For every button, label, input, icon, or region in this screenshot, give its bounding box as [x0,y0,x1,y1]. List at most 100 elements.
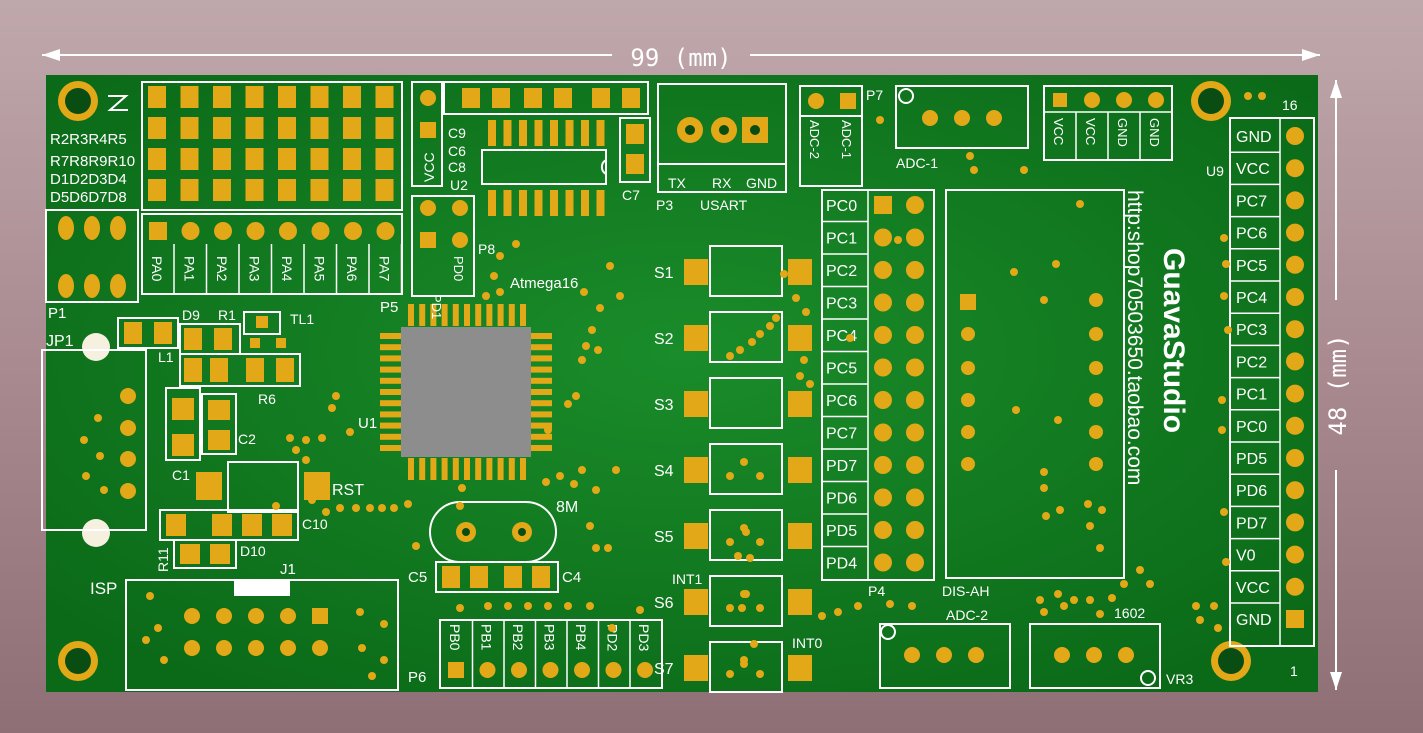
p8-pin-1: PD1 [429,294,444,319]
pin-label: PD7 [1236,515,1267,532]
pin-pad [906,358,924,377]
u2-pin [581,120,589,146]
via [616,292,624,300]
pin-pad [1286,255,1304,274]
mcu-pin [508,304,515,326]
pin-pad [1148,92,1164,108]
via [366,504,374,512]
via [504,602,512,610]
via [750,640,758,648]
height-dimension-label: 48 (mm) [1324,334,1352,435]
pin-pad [1286,449,1304,467]
smd-pad [180,86,199,108]
u2-pin [596,190,605,216]
via [524,602,532,610]
pin-pad [906,196,924,214]
via [772,314,780,322]
via [1096,610,1104,618]
rst-label: RST [332,482,364,499]
mcu-pin [452,458,459,480]
pin-label: PB1 [479,624,495,651]
via [1108,594,1116,602]
p1-label: P1 [48,305,66,322]
mcu-pin [430,304,437,326]
via [1040,484,1048,492]
pin-label: PD3 [636,624,652,651]
smd-pad [148,179,166,201]
dis-label: DIS-AH [942,583,989,599]
isp-pad [184,608,200,624]
mcu-atmega16: Atmega16 U1 [358,275,578,480]
pin-label: PA6 [344,256,360,282]
connector-p1: P1 [45,209,139,322]
via [740,660,748,668]
via [1218,396,1226,404]
mcu-pin [380,445,402,451]
switch-pad [788,457,812,483]
mounting-holes [58,81,1251,681]
pin-pad [1084,92,1100,108]
pin-label: PC3 [826,296,857,313]
connector-jp1: JP1 [41,333,147,531]
smd-pad [310,148,329,170]
smd-pad [310,117,329,139]
mcu-pin [530,389,552,395]
potentiometer-vr3: 1602 VR3 [1029,605,1193,689]
pin-label: PA3 [247,256,263,282]
mcu-pin [441,304,448,326]
pin-pad [1286,320,1304,339]
usart-pin-gnd: GND [746,175,777,191]
via [766,322,774,330]
via [604,544,612,552]
mcu-name: Atmega16 [510,275,578,292]
via [1098,506,1106,514]
via [1222,558,1230,566]
power-components: L1 D9 R1 TL1 R6 C1 C2 RST C10 R11 D10 J1 [117,307,364,578]
via [412,542,420,550]
isp-pad [184,640,200,656]
pin-pad [874,261,892,279]
pin-label: GND [1236,129,1272,146]
pin-pad [906,326,924,344]
smd-pad [213,117,231,139]
via [1060,602,1068,610]
pin-label: PB4 [573,624,589,651]
potentiometer-adc2: ADC-2 [879,607,1011,689]
pin-label: PC1 [826,231,857,248]
header-p5-ref: P5 [380,299,398,316]
u2-pin [581,190,589,216]
via [1056,506,1064,514]
switch-label: S6 [654,595,674,612]
via [1222,260,1230,268]
adc2-label: ADC-2 [946,607,988,623]
pin-pad [511,662,527,678]
switch-pad [684,523,708,549]
pin-pad [311,222,330,240]
pin-pad [1053,93,1067,107]
usart-pin-tx: TX [668,175,687,191]
pin-pad [1286,481,1304,500]
via [1084,500,1092,508]
j1-label: J1 [280,561,296,578]
via [1220,292,1228,300]
u2-pin [550,190,558,216]
mcu-pin [380,422,402,429]
via [746,554,754,562]
via [606,262,614,270]
isp-via [380,656,388,664]
via [484,602,492,610]
via [970,166,978,174]
via [404,500,412,508]
via [794,336,802,344]
pin-label: PB0 [447,624,463,651]
via [1192,602,1200,610]
via [490,272,498,280]
via [846,334,854,342]
via [908,602,916,610]
smd-pad [278,179,296,201]
switch-label: S3 [654,397,674,414]
via [834,608,842,616]
via [318,434,326,442]
via [1220,234,1228,242]
adc-pin-2: ADC-2 [807,120,822,159]
